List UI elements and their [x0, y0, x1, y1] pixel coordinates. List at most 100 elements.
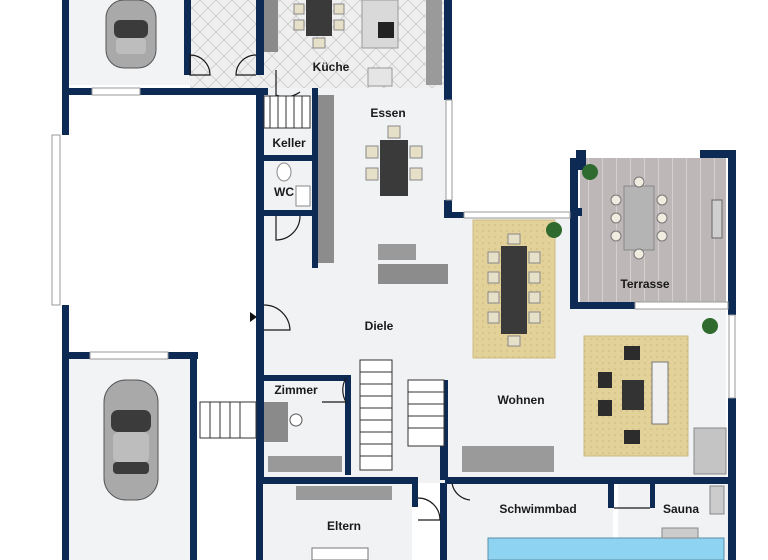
chair [365, 167, 379, 181]
wall [412, 477, 418, 507]
eltern-furniture [296, 486, 392, 560]
chair [528, 251, 541, 264]
plant-icon [702, 318, 718, 334]
bed-headboard [311, 547, 369, 560]
window [728, 314, 736, 399]
living-furniture [462, 318, 727, 475]
car-roof [113, 432, 149, 462]
chair [333, 3, 345, 15]
zimmer-furniture [264, 402, 342, 472]
stairs-keller [263, 95, 311, 129]
window [445, 99, 453, 201]
chair [487, 251, 500, 264]
wall [608, 483, 614, 508]
car-windshield [114, 20, 148, 38]
chair [333, 19, 345, 31]
wall [700, 150, 736, 158]
coffee-table [622, 380, 644, 410]
kitchen-furniture [264, 0, 442, 87]
door [275, 215, 301, 241]
terrace-table [623, 185, 655, 251]
wall [168, 352, 198, 359]
label-sauna: Sauna [663, 502, 699, 516]
chair [293, 19, 305, 31]
label-zimmer: Zimmer [274, 383, 318, 397]
chair [656, 230, 668, 242]
sauna-wall-unit [709, 485, 725, 515]
wall [62, 0, 69, 100]
wall [444, 0, 452, 100]
chair [312, 37, 326, 49]
windows [51, 87, 736, 399]
armchair [624, 430, 640, 444]
label-wohnen: Wohnen [497, 393, 544, 407]
desk [264, 402, 288, 442]
chair [507, 233, 521, 245]
wall [262, 477, 412, 484]
wall [345, 375, 351, 475]
sofa [651, 361, 669, 425]
cabinet [268, 456, 342, 472]
chair [409, 167, 423, 181]
door [263, 304, 291, 331]
fireplace [693, 427, 727, 475]
label-wc: WC [274, 185, 294, 199]
car-top [105, 0, 157, 69]
wall [262, 155, 312, 161]
chair [633, 176, 645, 188]
sideboard [378, 244, 416, 260]
plant-icon [582, 164, 598, 180]
armchair [624, 346, 640, 360]
door [189, 54, 211, 76]
wall [140, 88, 268, 95]
tv-unit [462, 446, 554, 472]
label-terrasse: Terrasse [620, 277, 669, 291]
chair [387, 125, 401, 139]
doors [189, 54, 650, 521]
main-stairs [199, 359, 445, 471]
label-essen: Essen [370, 106, 405, 120]
wall [444, 212, 464, 218]
sink [295, 185, 311, 207]
wall [728, 150, 736, 315]
wardrobe [296, 486, 392, 500]
window [89, 351, 169, 360]
wall [256, 483, 263, 560]
wall [256, 0, 264, 75]
car-rear-window [113, 462, 149, 474]
label-diele: Diele [365, 319, 394, 333]
car-windshield [111, 410, 151, 432]
label-schwimmbad: Schwimmbad [499, 502, 576, 516]
wall [570, 208, 582, 216]
wall [262, 375, 347, 381]
window [91, 87, 141, 96]
wall [440, 483, 447, 560]
office-chair [289, 413, 303, 427]
sideboard [378, 264, 448, 284]
chair [610, 194, 622, 206]
sauna-bench [661, 527, 699, 539]
label-eltern: Eltern [327, 519, 361, 533]
wall [444, 200, 452, 215]
wall [62, 95, 69, 135]
entrance-arrow-icon [250, 312, 257, 322]
window [463, 211, 571, 219]
kitchen-stool-block [367, 67, 393, 87]
chair [610, 230, 622, 242]
label-keller: Keller [272, 136, 306, 150]
chair [528, 311, 541, 324]
cabinet [318, 95, 334, 263]
chair [507, 335, 521, 347]
pool [487, 537, 725, 560]
armchair [598, 372, 612, 388]
wall [445, 477, 735, 484]
kitchen-counter-left [264, 0, 278, 52]
cooktop [378, 22, 394, 38]
wall [576, 150, 586, 170]
wc-fixtures [276, 162, 311, 207]
stairs [199, 401, 257, 439]
stairs [263, 95, 311, 129]
plant-icon [546, 222, 562, 238]
wall [262, 210, 312, 216]
